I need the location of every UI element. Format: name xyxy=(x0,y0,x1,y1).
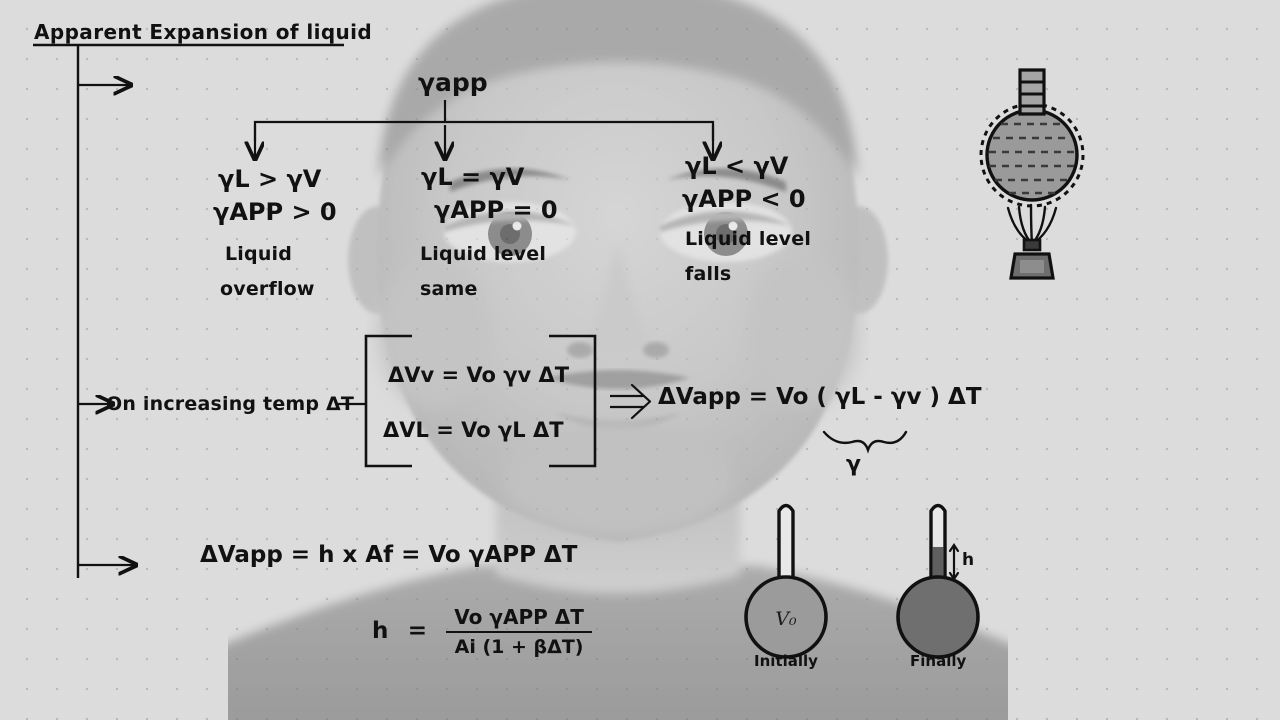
branch-falls-condition-1: γL < γV xyxy=(685,152,789,180)
equation-bracket-left xyxy=(364,334,412,468)
bottom-main-equation: ΔVapp = h x Af = Vo γAPP ΔT xyxy=(200,542,578,568)
height-measure-arrow xyxy=(948,543,960,581)
bracket-equation-liquid: ΔVL = Vo γL ΔT xyxy=(383,418,564,442)
equation-bracket-right xyxy=(549,334,597,468)
thermometer-initial-bulb xyxy=(744,575,828,659)
height-formula-numerator: Vo γAPP ΔT xyxy=(446,605,592,633)
branch-same-condition-2: γAPP = 0 xyxy=(434,196,558,224)
flask-expansion-dashed-ring xyxy=(979,102,1085,208)
flask-on-burner-diagram xyxy=(975,62,1090,282)
flow-root-label: γapp xyxy=(418,68,488,97)
flow-bus-line xyxy=(253,120,715,141)
branch-overflow-condition-1: γL > γV xyxy=(218,165,322,193)
thermometer-final-bulb xyxy=(896,575,980,659)
temp-trigger-label: On increasing temp ΔT xyxy=(106,393,355,415)
thermometer-initial-diagram: V₀ xyxy=(736,495,836,675)
height-formula-symbol: h xyxy=(372,618,389,644)
burner-base-inner xyxy=(1020,260,1044,273)
height-formula: h = Vo γAPP ΔT Ai (1 + βΔT) xyxy=(372,605,592,658)
branch-same-condition-1: γL = γV xyxy=(421,163,525,191)
branch-overflow-condition-2: γAPP > 0 xyxy=(213,198,337,226)
thermometer-final-diagram: h xyxy=(888,495,988,675)
branch-falls-result-1: Liquid level xyxy=(685,228,812,250)
underbrace xyxy=(822,430,908,454)
apparent-expansion-result-equation: ΔVapp = Vo ( γL - γv ) ΔT xyxy=(658,384,982,410)
thermometer-initial-stem xyxy=(777,503,795,597)
branch-overflow-result-1: Liquid xyxy=(225,243,293,265)
branch-falls-condition-2: γAPP < 0 xyxy=(682,185,806,213)
thermometer-final-height-label: h xyxy=(962,550,974,570)
instructor-face-background xyxy=(228,0,1008,720)
height-formula-fraction: Vo γAPP ΔT Ai (1 + βΔT) xyxy=(446,605,592,658)
branch-same-result-2: same xyxy=(420,278,478,300)
bracket-equation-vessel: ΔVv = Vo γv ΔT xyxy=(388,363,570,387)
thermometer-initial-bulb-label: V₀ xyxy=(775,608,797,630)
implies-arrow xyxy=(610,383,652,420)
thermometer-initial-caption: Initially xyxy=(754,652,818,670)
thermometer-final-stem-fill xyxy=(932,547,944,597)
underbrace-gamma-label: γ xyxy=(846,452,861,477)
flask-liquid-hatching xyxy=(989,122,1075,195)
burner-flame xyxy=(1006,203,1058,246)
branch-same-result-1: Liquid level xyxy=(420,243,547,265)
page-title: Apparent Expansion of liquid xyxy=(34,20,373,44)
branch-falls-result-2: falls xyxy=(685,263,732,285)
branch-overflow-result-2: overflow xyxy=(220,278,315,300)
flask-neck-graduations xyxy=(1020,80,1044,108)
burner-stem xyxy=(1022,238,1042,252)
height-formula-denominator: Ai (1 + βΔT) xyxy=(454,636,584,658)
thermometer-final-caption: Finally xyxy=(910,652,967,670)
height-formula-equals: = xyxy=(407,618,427,644)
